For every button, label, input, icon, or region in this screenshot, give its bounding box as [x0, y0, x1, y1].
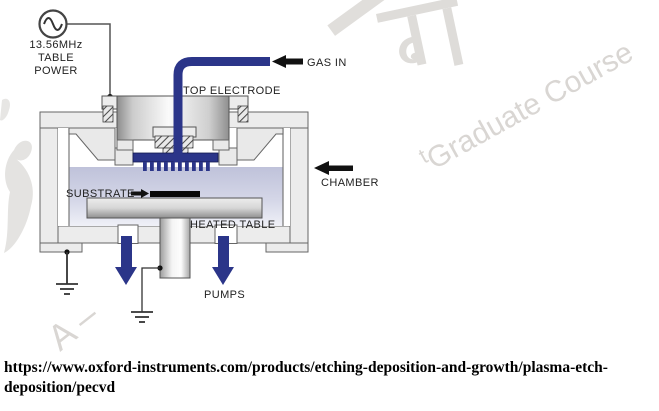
- heated-table-label: HEATED TABLE: [190, 219, 276, 231]
- substrate-label: SUBSTRATE: [66, 188, 135, 200]
- source-url-line1: https://www.oxford-instruments.com/produ…: [4, 359, 608, 376]
- ground-left-icon: [56, 249, 78, 295]
- insulator-left: [102, 105, 114, 123]
- rf-power-label-line3: POWER: [34, 65, 78, 77]
- gas-in-arrow-icon: [272, 55, 303, 68]
- devanagari-watermark: [327, 0, 464, 66]
- watermark-bottom-left: A –: [40, 294, 106, 358]
- gas-in-label: GAS IN: [307, 57, 347, 69]
- table-stem: [159, 217, 191, 279]
- top-electrode-label: TOP ELECTRODE: [183, 85, 281, 97]
- chamber-arrow-icon: [314, 161, 353, 175]
- chamber-label: CHAMBER: [321, 177, 379, 189]
- left-edge-watermark: [0, 98, 33, 253]
- pumps-label: PUMPS: [204, 289, 245, 301]
- chamber-taper: [68, 127, 284, 166]
- pecvd-diagram: t Graduate Course A – 13.56MHz TABLE POW…: [0, 0, 639, 358]
- sine-wave-icon: [43, 17, 63, 31]
- insulator-right: [237, 105, 249, 123]
- substrate-wafer: [150, 191, 200, 197]
- pump-arrow-left-icon: [115, 236, 137, 285]
- rf-power-label-line2: TABLE: [38, 52, 74, 64]
- gas-inlet-pipe: [173, 57, 270, 162]
- ground-table-icon: [131, 265, 163, 323]
- heated-table: [86, 197, 263, 219]
- source-url-line2: deposition/pecvd: [4, 379, 116, 396]
- rf-power-label-line1: 13.56MHz: [29, 39, 82, 51]
- substrate-arrow-icon: [131, 189, 149, 198]
- pump-arrow-right-icon: [212, 236, 234, 285]
- source-url: https://www.oxford-instruments.com/produ…: [4, 358, 654, 398]
